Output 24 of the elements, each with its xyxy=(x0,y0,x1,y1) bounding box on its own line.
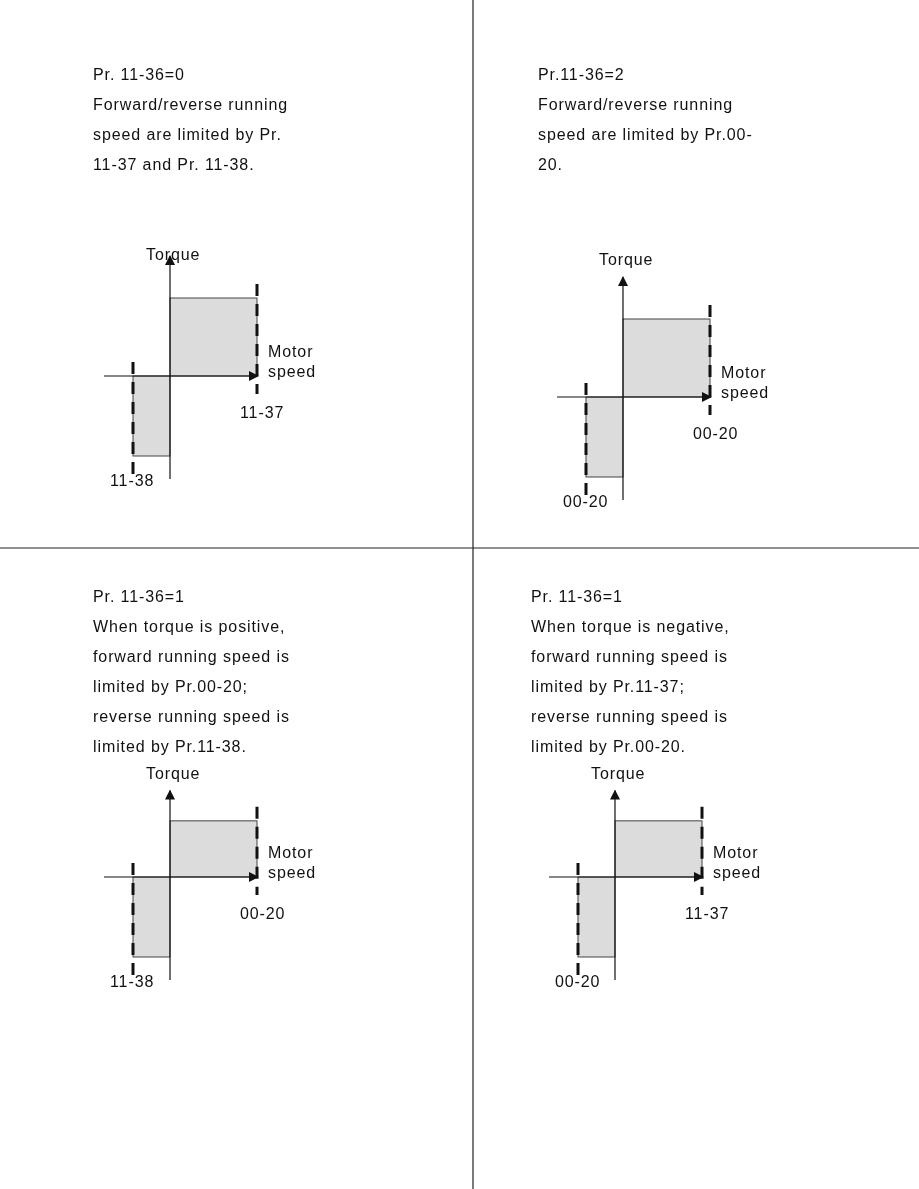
axis-label: Motor speed xyxy=(268,342,318,382)
description-text: Forward/reverse running speed are limited by Pr.00-20. xyxy=(538,95,753,175)
axis-label: Torque xyxy=(146,764,201,784)
description-text: When torque is negative, forward running speed is limited by Pr.11-37; reverse running speed is limited by Pr.00-20. xyxy=(531,617,731,757)
parameter-setting: Pr.11-36=2 xyxy=(538,65,625,85)
limit-label: 11-37 xyxy=(685,904,730,924)
limit-label: 11-37 xyxy=(240,403,285,423)
limit-label: 00-20 xyxy=(240,904,286,924)
parameter-setting: Pr. 11-36=1 xyxy=(93,587,185,607)
description-text: Forward/reverse running speed are limited by Pr. 11-37 and Pr. 11-38. xyxy=(93,95,289,175)
description-text: When torque is positive, forward running speed is limited by Pr.00-20; reverse running speed is limited by Pr.11-38. xyxy=(93,617,291,757)
axis-label: Torque xyxy=(146,245,201,265)
parameter-setting: Pr. 11-36=1 xyxy=(531,587,623,607)
axis-label: Motor speed xyxy=(721,363,771,403)
axis-label: Torque xyxy=(599,250,654,270)
parameter-setting: Pr. 11-36=0 xyxy=(93,65,185,85)
axis-label: Motor speed xyxy=(268,843,318,883)
axis-label: Motor speed xyxy=(713,843,763,883)
limit-label: 00-20 xyxy=(555,972,601,992)
axis-label: Torque xyxy=(591,764,646,784)
limit-label: 00-20 xyxy=(563,492,609,512)
limit-label: 11-38 xyxy=(110,471,155,491)
limit-label: 11-38 xyxy=(110,972,155,992)
limit-label: 00-20 xyxy=(693,424,739,444)
